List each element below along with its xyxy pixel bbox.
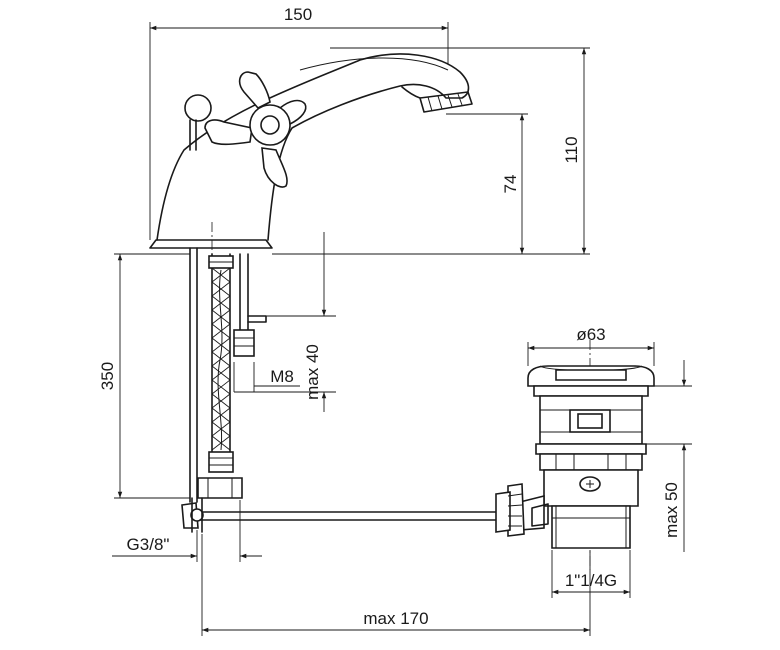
dim-label-phi63: ø63: [576, 325, 605, 344]
dim-label-1-1-4g: 1"1/4G: [565, 571, 617, 590]
dim-label-max-40: max 40: [303, 344, 322, 400]
popup-rod: [181, 497, 497, 533]
faucet-body: [149, 53, 473, 249]
dim-label-m8: M8: [270, 367, 294, 386]
dim-label-150: 150: [284, 5, 312, 24]
dimension-lines: [112, 22, 692, 636]
dim-label-350: 350: [98, 362, 117, 390]
dim-label-74: 74: [501, 175, 520, 194]
dim-label-max-50: max 50: [662, 482, 681, 538]
shank-assembly: [189, 222, 267, 503]
dim-label-g38: G3/8": [127, 535, 170, 554]
cross-handle: [184, 71, 307, 188]
dim-label-max-170: max 170: [363, 609, 428, 628]
dim-label-110: 110: [562, 136, 581, 163]
waste-assembly: [495, 340, 655, 570]
